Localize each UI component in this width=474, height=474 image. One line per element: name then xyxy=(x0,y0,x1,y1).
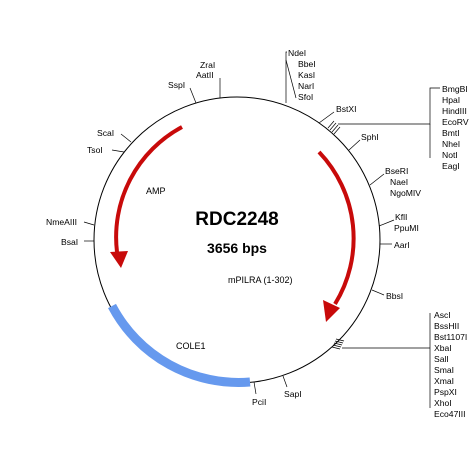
site-zrai: ZraI xyxy=(200,60,215,70)
site-sfoi: SfoI xyxy=(298,92,313,102)
site-ppumi: PpuMI xyxy=(394,223,419,233)
site-kasi: KasI xyxy=(298,70,315,80)
site-hpai: HpaI xyxy=(442,95,460,105)
nmeaiii-leader xyxy=(83,221,95,226)
site-sali: SalI xyxy=(434,354,449,364)
bbsi-leader xyxy=(371,289,385,296)
site-bmgbi: BmgBI xyxy=(442,84,468,94)
site-sapi: SapI xyxy=(284,389,302,399)
site-bsshii: BssHII xyxy=(434,321,459,331)
site-sphi: SphI xyxy=(361,132,379,142)
tsoi-leader xyxy=(111,149,125,153)
plasmid-size: 3656 bps xyxy=(207,240,267,256)
site-bbei: BbeI xyxy=(298,59,316,69)
site-bstxi: BstXI xyxy=(336,104,357,114)
site-kfli: KflI xyxy=(395,212,407,222)
site-bseri: BseRI xyxy=(385,166,408,176)
kfli-leader xyxy=(378,219,395,227)
right-upper-cluster-ticks xyxy=(327,120,341,135)
mpilra-arrowhead xyxy=(323,300,340,322)
site-bst1107i: Bst1107I xyxy=(434,332,467,342)
site-xmai: XmaI xyxy=(434,376,454,386)
site-xbai: XbaI xyxy=(434,343,452,353)
site-aari: AarI xyxy=(394,240,410,250)
mpilra-feature-arrow xyxy=(317,150,356,306)
site-naei: NaeI xyxy=(390,177,408,187)
site-scai: ScaI xyxy=(97,128,114,138)
site-bbsi: BbsI xyxy=(386,291,403,301)
site-bsai: BsaI xyxy=(61,237,78,247)
right-lower-cluster-ticks xyxy=(331,338,345,350)
site-sspi: SspI xyxy=(168,80,185,90)
site-aatii: AatII xyxy=(196,70,214,80)
top-site-connector xyxy=(285,59,297,99)
site-nhei: NheI xyxy=(442,139,460,149)
site-noti: NotI xyxy=(442,150,458,160)
sspi-leader xyxy=(189,87,197,104)
plasmid-name: RDC2248 xyxy=(195,209,278,230)
mpilra-label: mPILRA (1-302) xyxy=(228,275,293,285)
bseri-leader xyxy=(369,173,385,186)
amp-arrowhead xyxy=(110,251,128,268)
site-tsoi: TsoI xyxy=(87,145,103,155)
site-pspxi: PspXI xyxy=(434,387,457,397)
site-eagi: EagI xyxy=(442,161,460,171)
bstxi-leader xyxy=(318,111,335,124)
top-site-leader xyxy=(285,51,287,103)
site-bmti: BmtI xyxy=(442,128,460,138)
site-pcii: PciI xyxy=(252,397,266,407)
site-ngomiv: NgoMIV xyxy=(390,188,421,198)
site-hindiii: HindIII xyxy=(442,106,467,116)
scai-leader xyxy=(120,133,132,143)
site-ecorv: EcoRV xyxy=(442,117,469,127)
right-upper-cluster-leader xyxy=(338,87,440,125)
site-smai: SmaI xyxy=(434,365,454,375)
site-asci: AscI xyxy=(434,310,451,320)
amp-label: AMP xyxy=(146,186,166,196)
site-nmeaiii: NmeAIII xyxy=(46,217,77,227)
site-nari: NarI xyxy=(298,81,314,91)
cole1-label: COLE1 xyxy=(176,341,206,351)
pcii-leader xyxy=(253,381,257,395)
site-ndei: NdeI xyxy=(288,48,306,58)
amp-feature-arrow xyxy=(114,125,183,253)
sapi-leader xyxy=(282,375,288,388)
cole1-feature-bar xyxy=(108,303,251,387)
sphi-leader xyxy=(348,139,361,151)
site-xhoi: XhoI xyxy=(434,398,452,408)
site-eco47iii: Eco47III xyxy=(434,409,466,419)
